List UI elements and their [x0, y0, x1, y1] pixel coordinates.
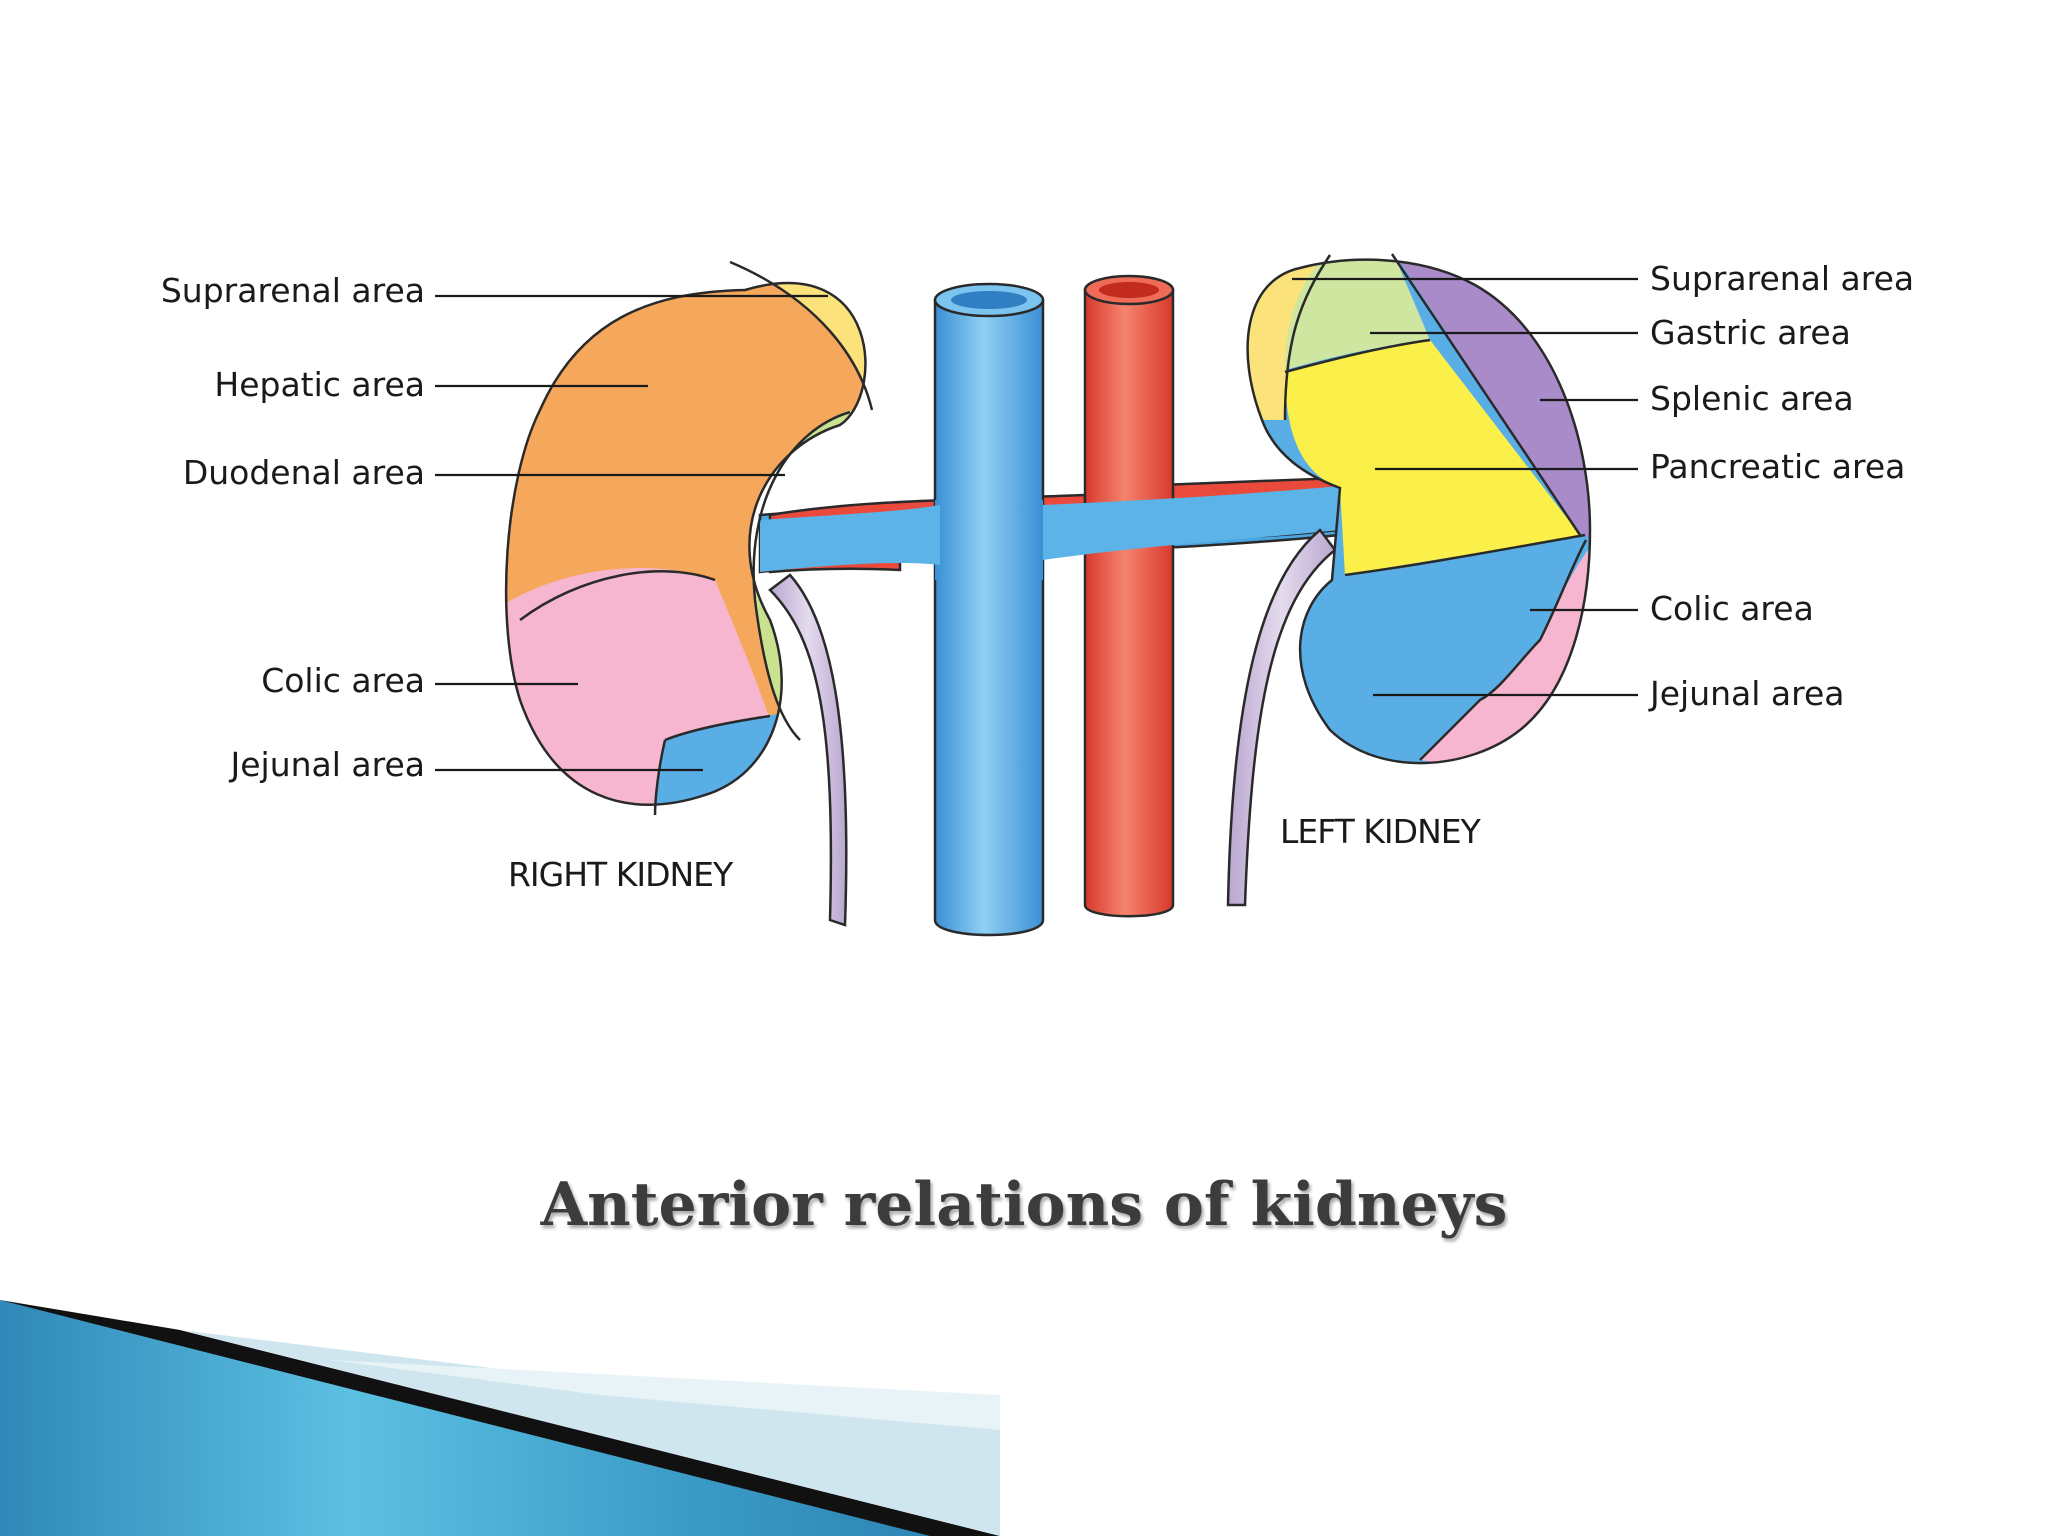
caption-left-kidney: LEFT KIDNEY [1280, 812, 1482, 851]
label-right-hepatic-area: Hepatic area [214, 365, 425, 404]
label-left-colic-area: Colic area [1650, 589, 1814, 628]
label-right-colic-area: Colic area [261, 661, 425, 700]
slide-title: Anterior relations of kidneys [540, 1170, 1508, 1240]
label-left-splenic-area: Splenic area [1650, 379, 1854, 418]
label-right-jejunal-area: Jejunal area [228, 745, 425, 784]
caption-right-kidney: RIGHT KIDNEY [508, 855, 734, 894]
label-left-suprarenal-area: Suprarenal area [1650, 259, 1914, 298]
leader-lines [435, 277, 1638, 772]
left-pancreatic-area [1285, 340, 1580, 575]
corner-decoration [0, 1300, 1000, 1536]
label-right-suprarenal-area: Suprarenal area [161, 271, 425, 310]
label-left-gastric-area: Gastric area [1650, 313, 1851, 352]
right-colic-area [506, 568, 770, 805]
label-left-pancreatic-area: Pancreatic area [1650, 447, 1905, 486]
left-ureter [1226, 528, 1337, 907]
label-right-duodenal-area: Duodenal area [183, 453, 425, 492]
aorta [1083, 274, 1175, 918]
right-ureter [768, 573, 848, 927]
inferior-vena-cava [760, 282, 1340, 937]
label-left-jejunal-area: Jejunal area [1648, 674, 1845, 713]
